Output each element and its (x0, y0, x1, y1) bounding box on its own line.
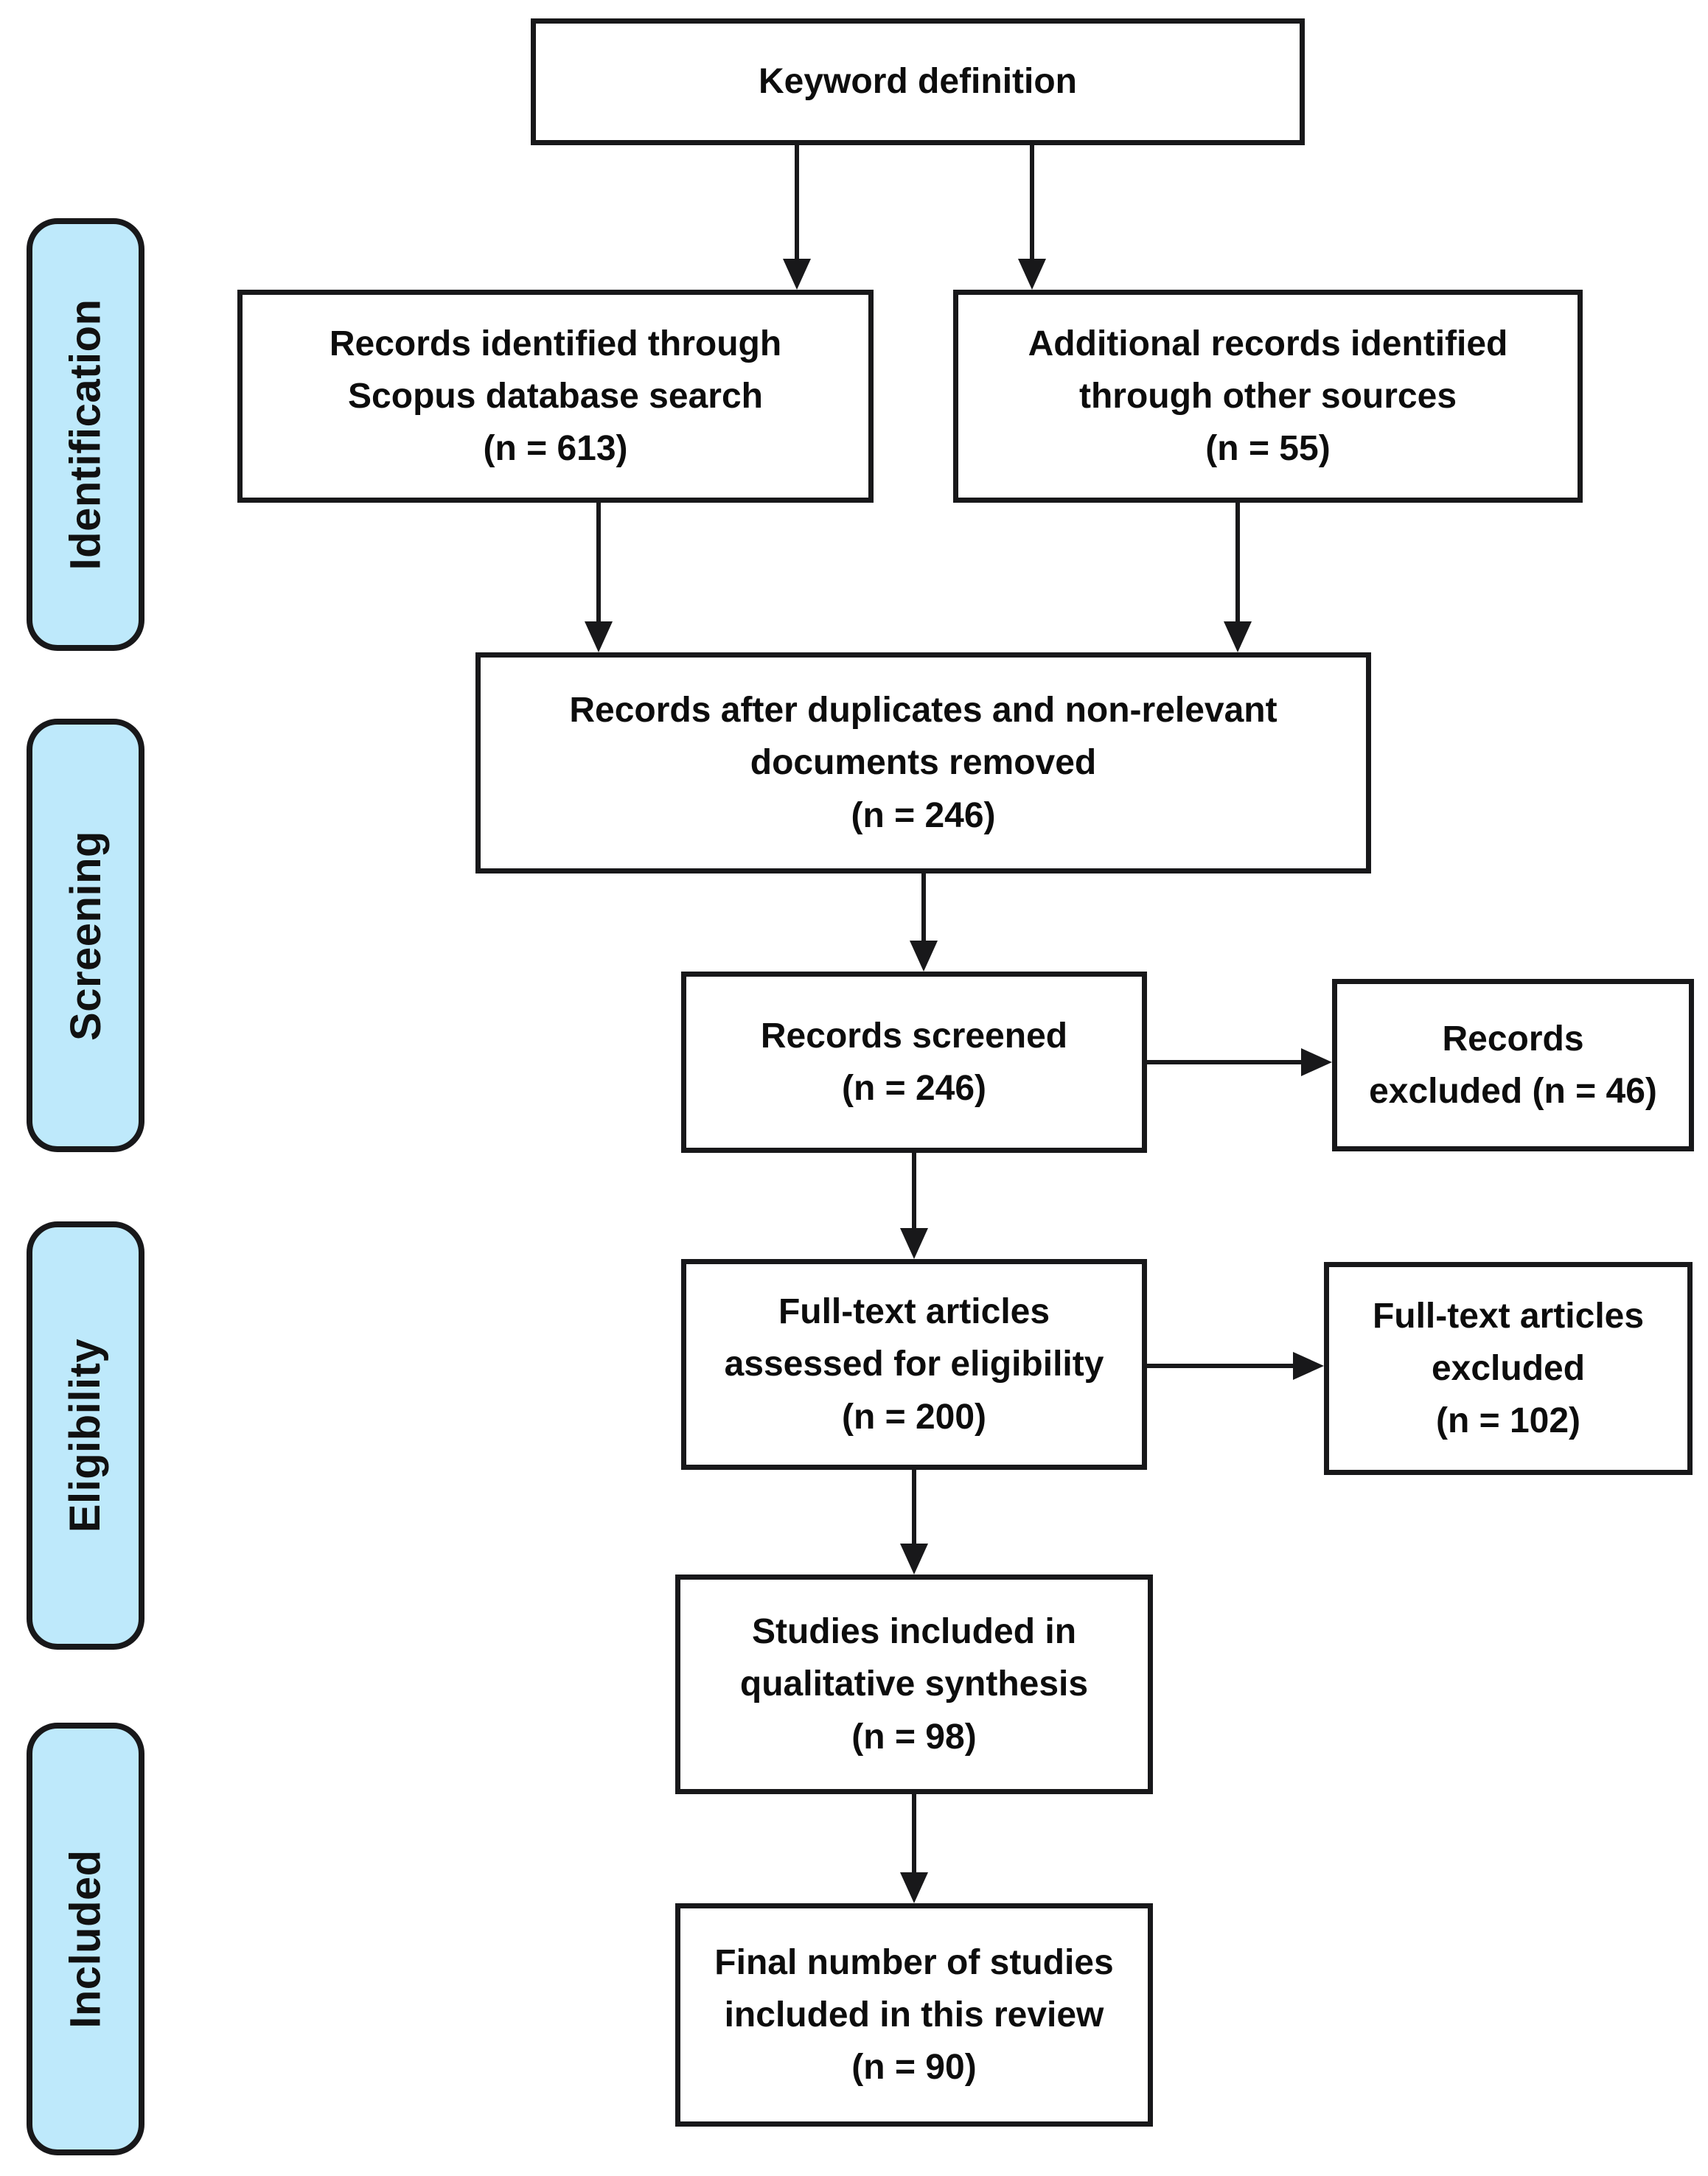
box-records-screened-text: Records screened (n = 246) (760, 1016, 1068, 1108)
arrow-dedup-to-screened-head (910, 941, 938, 972)
arrow-qualitative-to-final-head (900, 1872, 928, 1903)
arrow-qualitative-to-final-line (912, 1794, 916, 1875)
stage-eligibility-label: Eligibility (61, 1338, 110, 1533)
stage-eligibility: Eligibility (27, 1221, 144, 1650)
box-additional-records-text: Additional records identified through ot… (1028, 324, 1508, 469)
box-records-identified-scopus-text: Records identified through Scopus databa… (329, 324, 782, 469)
arrow-fulltext-to-excluded-line (1147, 1364, 1296, 1368)
arrow-fulltext-to-qualitative-head (900, 1544, 928, 1575)
box-studies-qualitative-synthesis-text: Studies included in qualitative synthesi… (739, 1612, 1089, 1757)
arrow-scopus-to-dedup-head (585, 621, 613, 652)
arrow-screened-to-fulltext-line (912, 1153, 916, 1231)
stage-screening: Screening (27, 719, 144, 1152)
stage-included: Included (27, 1723, 144, 2155)
arrow-fulltext-to-excluded-head (1293, 1352, 1324, 1380)
box-additional-records: Additional records identified through ot… (953, 290, 1583, 503)
box-records-screened: Records screened (n = 246) (681, 972, 1147, 1153)
box-records-excluded: Records excluded (n = 46) (1332, 979, 1694, 1151)
box-studies-qualitative-synthesis: Studies included in qualitative synthesi… (675, 1575, 1153, 1794)
box-fulltext-assessed-text: Full-text articles assessed for eligibil… (724, 1292, 1104, 1437)
box-records-after-duplicates-text: Records after duplicates and non-relevan… (569, 691, 1277, 835)
box-records-identified-scopus: Records identified through Scopus databa… (237, 290, 874, 503)
arrow-dedup-to-screened-line (921, 873, 926, 944)
stage-screening-label: Screening (61, 830, 110, 1041)
arrow-screened-to-fulltext-head (900, 1228, 928, 1259)
arrow-keyword-to-scopus-head (783, 259, 811, 290)
arrow-keyword-to-additional-line (1030, 145, 1034, 260)
stage-included-label: Included (61, 1849, 110, 2029)
arrow-additional-to-dedup-line (1235, 503, 1240, 624)
box-records-excluded-text: Records excluded (n = 46) (1369, 1019, 1657, 1111)
box-fulltext-assessed: Full-text articles assessed for eligibil… (681, 1259, 1147, 1470)
arrow-screened-to-excluded-head (1301, 1048, 1332, 1076)
box-records-after-duplicates: Records after duplicates and non-relevan… (475, 652, 1371, 873)
box-keyword-definition-text: Keyword definition (759, 62, 1077, 102)
box-fulltext-excluded: Full-text articles excluded (n = 102) (1324, 1262, 1693, 1475)
arrow-screened-to-excluded-line (1147, 1060, 1304, 1064)
box-final-studies-included-text: Final number of studies included in this… (714, 1942, 1114, 2088)
arrow-keyword-to-additional-head (1018, 259, 1046, 290)
arrow-fulltext-to-qualitative-line (912, 1470, 916, 1546)
box-keyword-definition: Keyword definition (531, 18, 1305, 145)
box-fulltext-excluded-text: Full-text articles excluded (n = 102) (1372, 1296, 1645, 1441)
stage-identification: Identification (27, 218, 144, 651)
arrow-keyword-to-scopus-line (795, 145, 799, 260)
box-final-studies-included: Final number of studies included in this… (675, 1903, 1153, 2127)
arrow-additional-to-dedup-head (1224, 621, 1252, 652)
stage-identification-label: Identification (61, 299, 110, 571)
arrow-scopus-to-dedup-line (596, 503, 601, 624)
